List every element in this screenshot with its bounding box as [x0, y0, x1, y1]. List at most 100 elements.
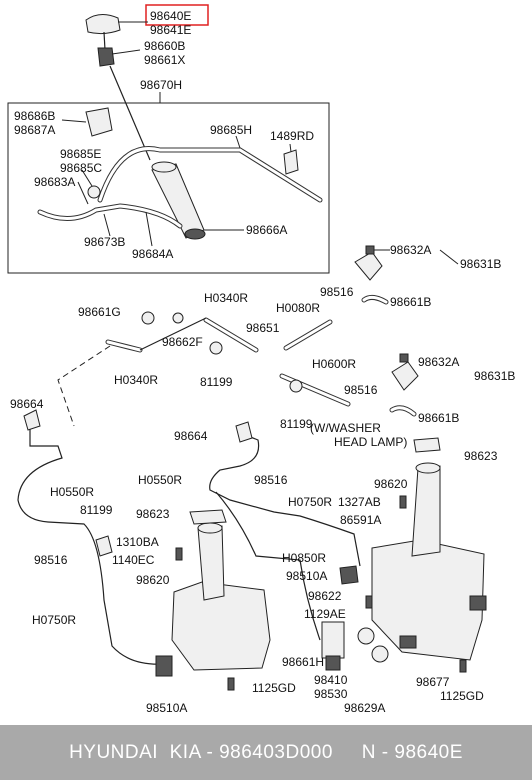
label-washer-note-2: HEAD LAMP) [334, 435, 407, 449]
bolt-1125gd-left [227, 677, 235, 691]
headlamp-nozzle-98631b-mid [391, 353, 419, 391]
connector-98664-left [23, 409, 41, 431]
tube-h0550r-h0750r [209, 431, 361, 567]
part-number-footer: HYUNDAI KIA - 986403D000 N - 98640E [0, 725, 532, 780]
label-98660b: 98660B [144, 39, 185, 53]
label-98662f: 98662F [162, 335, 203, 349]
label-81199-mid: 81199 [280, 417, 313, 431]
pump-motor-98410 [321, 621, 345, 671]
label-98685e: 98685E [60, 147, 101, 161]
label-98631b-top: 98631B [460, 257, 501, 271]
label-98641e: 98641E [150, 23, 191, 37]
label-h0550r-mid: H0550R [138, 473, 182, 487]
label-h0340r-top: H0340R [204, 291, 248, 305]
label-98516-left: 98516 [34, 553, 68, 567]
joint-98661g [141, 311, 155, 325]
leader [439, 249, 459, 265]
label-98410: 98410 [314, 673, 348, 687]
leader [77, 181, 89, 205]
label-98510a-left: 98510A [146, 701, 187, 715]
label-98661x: 98661X [144, 53, 185, 67]
label-98685h: 98685H [210, 123, 252, 137]
label-98620-left: 98620 [136, 573, 170, 587]
label-98510a-right: 98510A [286, 569, 327, 583]
nozzle-98640e [85, 14, 151, 161]
leader [289, 143, 292, 153]
headlamp-nozzle-98631b-top [354, 245, 383, 281]
leader [145, 211, 153, 247]
leader [111, 49, 141, 55]
label-98677: 98677 [416, 675, 450, 689]
joint-81199-top [209, 341, 223, 355]
label-98670h: 98670H [140, 78, 182, 92]
level-sensor-98677 [357, 627, 375, 645]
clip-81199-lower [95, 535, 113, 557]
pump-98510a-right [339, 565, 359, 585]
leader [235, 135, 241, 149]
label-h0750r-mid: H0750R [288, 495, 332, 509]
label-1327ab: 1327AB [338, 495, 381, 509]
label-98664-mid: 98664 [174, 429, 208, 443]
label-98687a: 98687A [14, 123, 55, 137]
leader [103, 213, 111, 237]
reservoir-left [155, 509, 271, 677]
subassembly-box-98670h [7, 102, 330, 274]
grommet-98629a [371, 645, 389, 663]
label-98651: 98651 [246, 321, 280, 335]
leader [61, 119, 87, 123]
label-98516-low: 98516 [254, 473, 288, 487]
reservoir-right [371, 437, 487, 661]
label-98686b: 98686B [14, 109, 55, 123]
label-98685c: 98685C [60, 161, 102, 175]
label-h0080r: H0080R [276, 301, 320, 315]
label-h0340r-low: H0340R [114, 373, 158, 387]
joint-98685c [87, 185, 101, 199]
label-1310ba: 1310BA [116, 535, 159, 549]
bolt-1125gd-right [459, 659, 467, 673]
label-1140ec: 1140EC [112, 553, 155, 567]
tube-h0750r-left [17, 424, 165, 665]
leader [81, 169, 93, 187]
label-86591a: 86591A [340, 513, 381, 527]
label-98673b: 98673B [84, 235, 125, 249]
label-98622: 98622 [308, 589, 342, 603]
label-1129ae: 1129AE [304, 607, 346, 621]
label-98666a: 98666A [246, 223, 287, 237]
label-1125gd-left: 1125GD [252, 681, 296, 695]
label-98632a-top: 98632A [390, 243, 431, 257]
label-98640e: 98640E [150, 9, 191, 23]
tube-h0850r [215, 491, 321, 641]
joint-98662f [172, 312, 184, 324]
label-h0850r: H0850R [282, 551, 326, 565]
highlight-box [145, 4, 209, 26]
bracket-98686b [85, 107, 113, 137]
label-98623-left: 98623 [136, 507, 170, 521]
label-98629a: 98629A [344, 701, 385, 715]
label-98632a-mid: 98632A [418, 355, 459, 369]
joint-81199-mid [289, 379, 303, 393]
label-81199-low: 81199 [80, 503, 113, 517]
label-98661b-mid: 98661B [418, 411, 459, 425]
label-98684a: 98684A [132, 247, 173, 261]
bolt-1140ec [175, 547, 183, 561]
label-98620-right: 98620 [374, 477, 408, 491]
dashed-route [57, 345, 111, 427]
label-1125gd-right: 1125GD [440, 689, 484, 703]
label-98664-left: 98664 [10, 397, 44, 411]
label-h0550r-left: H0550R [50, 485, 94, 499]
label-h0600r: H0600R [312, 357, 356, 371]
label-98683a: 98683A [34, 175, 75, 189]
connector-98664-mid [235, 421, 253, 443]
clip-1489rd [283, 149, 299, 175]
label-98631b-mid: 98631B [474, 369, 515, 383]
label-98530: 98530 [314, 687, 348, 701]
label-98661h: 98661H [282, 655, 324, 669]
label-81199-top: 81199 [200, 375, 233, 389]
bolt-1129ae [365, 595, 373, 609]
label-h0750r-left: H0750R [32, 613, 76, 627]
label-washer-note-1: (W/WASHER [310, 421, 381, 435]
label-1489rd: 1489RD [270, 129, 314, 143]
footer-text: HYUNDAI KIA - 986403D000 N - 98640E [69, 741, 463, 763]
label-98516-mid: 98516 [344, 383, 378, 397]
bolt-86591a [399, 495, 407, 509]
